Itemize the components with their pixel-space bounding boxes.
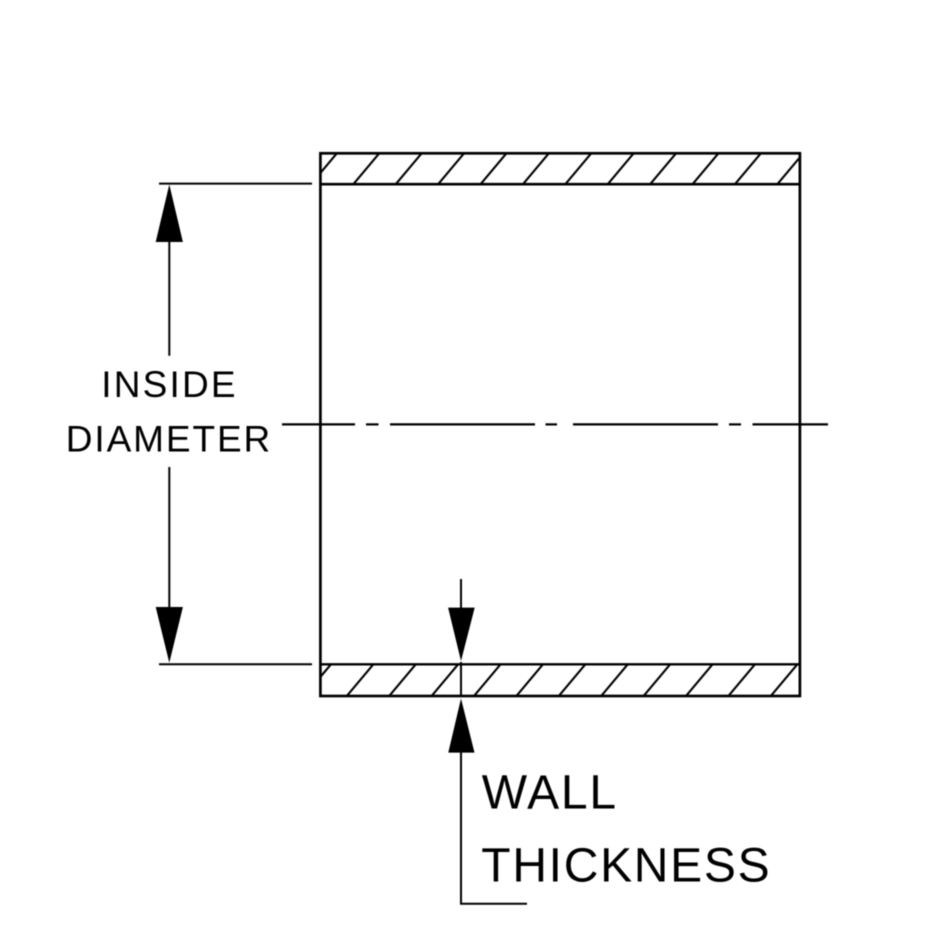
svg-text:DIAMETER: DIAMETER [66,419,272,460]
svg-text:INSIDE: INSIDE [101,364,238,405]
svg-text:THICKNESS: THICKNESS [481,840,771,893]
svg-text:WALL: WALL [482,767,618,820]
